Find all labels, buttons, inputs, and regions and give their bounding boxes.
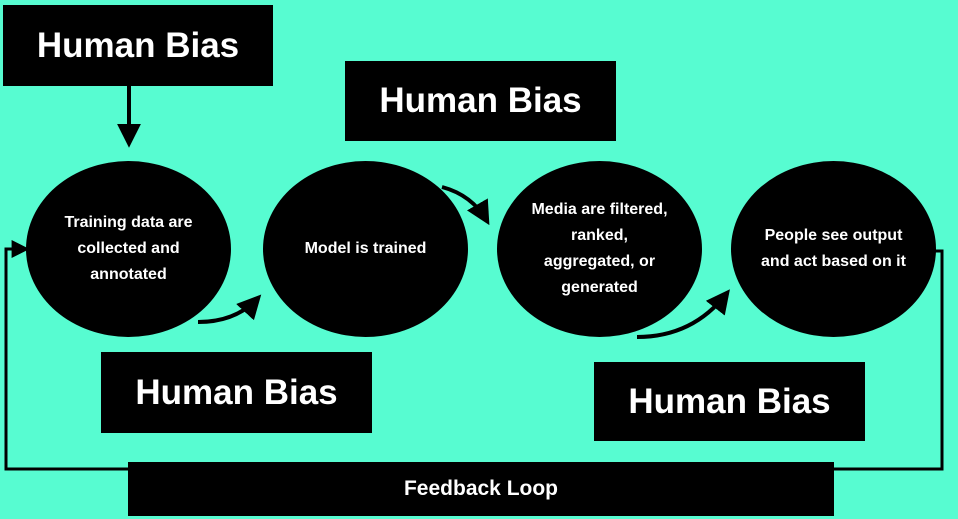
node2-to-node3-arrow [441, 185, 490, 226]
node-people-act: People see output and act based on it [731, 161, 936, 337]
node3-to-node4-arrow [636, 289, 730, 339]
node-media-filtered: Media are filtered, ranked, aggregated, … [497, 161, 702, 337]
human-bias-box-after-collection: Human Bias [101, 352, 372, 433]
human-bias-box-data-collection: Human Bias [3, 5, 273, 86]
node1-to-node2-arrow [197, 294, 262, 324]
node-training-data: Training data are collected and annotate… [26, 161, 231, 337]
feedback-loop-left-line [4, 240, 128, 471]
human-bias-box-training: Human Bias [345, 61, 616, 141]
node-model-trained: Model is trained [263, 161, 468, 337]
human-bias-box-output: Human Bias [594, 362, 865, 441]
feedback-loop-bar: Feedback Loop [128, 462, 834, 516]
feedback-loop-right-line [834, 249, 944, 471]
